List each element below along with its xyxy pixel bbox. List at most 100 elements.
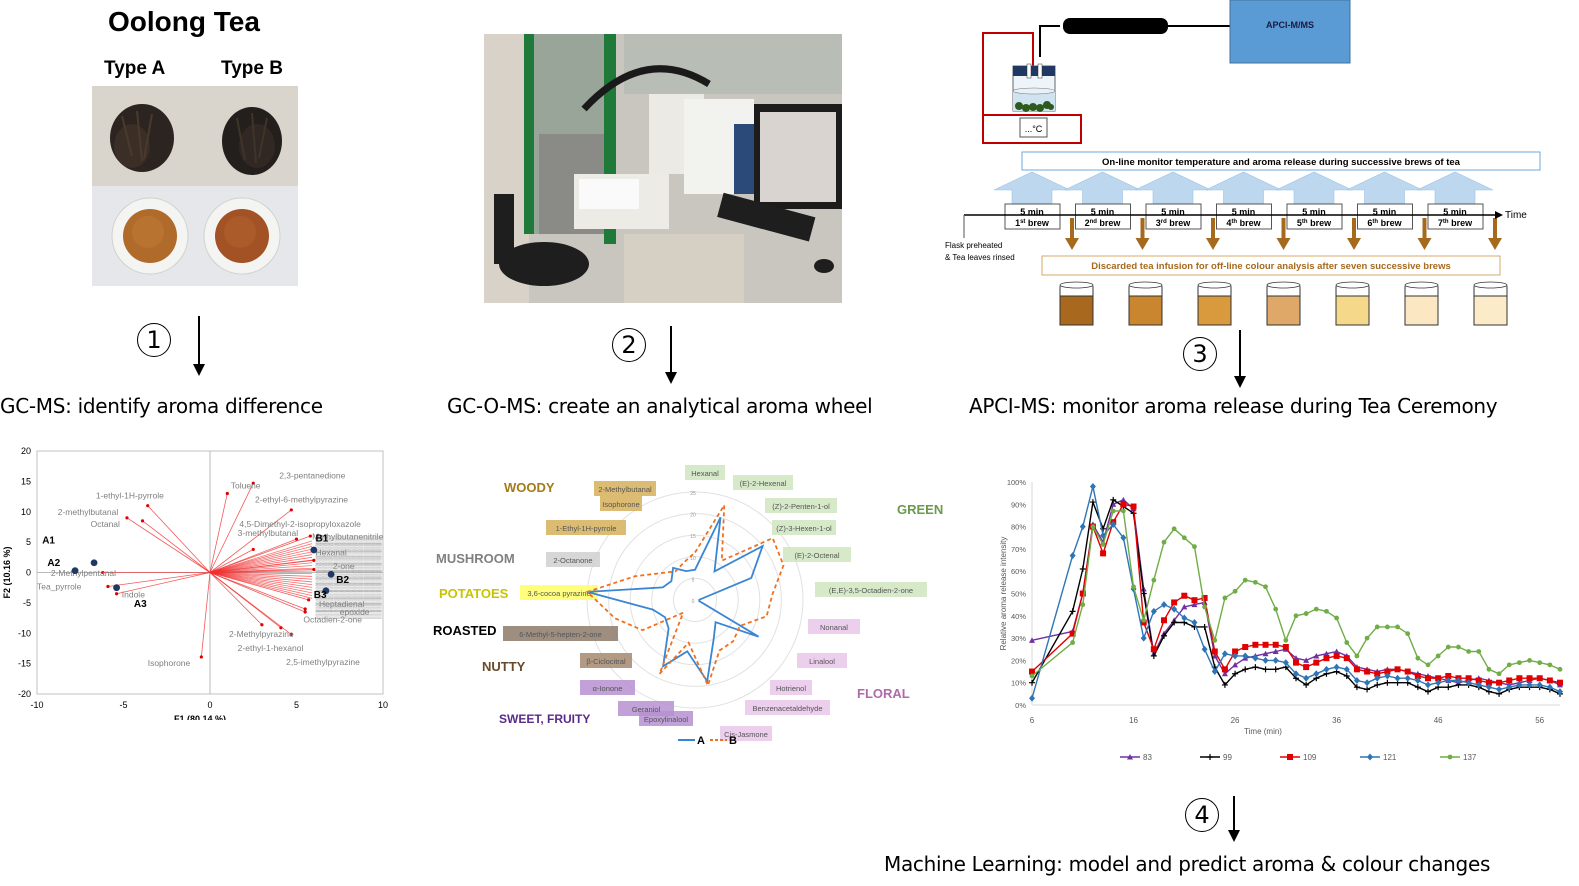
- marker-circle: [1232, 588, 1238, 594]
- category-box: [733, 475, 793, 490]
- type-a-label: Type A: [104, 58, 166, 79]
- gc-o-ms-lab-photo: [484, 34, 842, 303]
- loading-vector: [209, 572, 313, 591]
- marker-square: [1384, 668, 1391, 675]
- marker-diamond: [1089, 482, 1096, 490]
- category-box: [745, 700, 830, 715]
- marker-diamond: [1496, 685, 1503, 693]
- marker-plus: [1262, 666, 1269, 673]
- variable-label: Isophorone: [148, 658, 191, 668]
- observation-label: B3: [314, 590, 327, 601]
- flask-note-line1: Flask preheated: [945, 241, 1002, 250]
- category-label: Nonanal: [820, 623, 848, 632]
- upload-arrow: [1275, 171, 1353, 206]
- category-label: Linalool: [809, 657, 835, 666]
- marker-square: [1546, 677, 1553, 684]
- variable-label: 1-ethyl-1H-pyrrole: [96, 490, 164, 500]
- marker-triangle: [1127, 754, 1133, 760]
- discard-arrow-head: [1065, 238, 1079, 250]
- marker-square: [1394, 666, 1401, 673]
- loading-vector: [209, 540, 313, 573]
- brew-duration: 5 min: [1020, 207, 1044, 217]
- marker-circle: [1547, 662, 1553, 668]
- loading-point: [251, 547, 255, 552]
- category-label: (E)-2-Octenal: [794, 551, 839, 560]
- marker-circle: [1252, 579, 1258, 585]
- category-label: 2-Octanone: [553, 556, 592, 565]
- category-label: (Z)-3-Hexen-1-ol: [776, 524, 832, 533]
- radar-grid-ring: [608, 513, 782, 687]
- variable-label: Octadien-2-one: [303, 614, 362, 624]
- tea-infusion: [1059, 295, 1094, 326]
- marker-diamond: [1110, 520, 1117, 528]
- category-box: [770, 680, 812, 695]
- overlapping-label: ▒▒▒▒▒▒▒▒▒▒▒: [316, 542, 382, 552]
- marker-circle: [1344, 640, 1350, 645]
- step-4-label: Machine Learning: model and predict arom…: [884, 852, 1491, 876]
- loading-vector: [209, 548, 313, 573]
- marker-square: [1435, 675, 1442, 682]
- overlapping-label: ▒▒▒▒▒▒▒▒▒▒▒: [316, 589, 382, 599]
- category-box: [520, 585, 598, 600]
- x-axis-title: F1 (80.14 %): [174, 714, 226, 720]
- overlapping-label: ▒▒▒▒▒▒▒▒▒▒▒: [316, 569, 382, 579]
- marker-diamond: [1181, 614, 1188, 622]
- marker-plus: [1353, 684, 1360, 691]
- loading-point: [101, 570, 105, 575]
- legend-item: 109: [1280, 753, 1317, 762]
- category-label: Hexanal: [691, 469, 719, 478]
- marker-circle: [1425, 662, 1431, 668]
- radar-tick-label: 20: [690, 513, 696, 519]
- overlapping-label: ▒▒▒▒▒▒▒▒▒▒▒: [316, 575, 382, 585]
- overlapping-label: ▒▒▒▒▒▒▒▒▒▒▒: [316, 535, 382, 545]
- marker-circle: [1384, 624, 1390, 630]
- observation-point: [322, 587, 330, 595]
- upload-arrow: [1205, 171, 1282, 206]
- radar-series-b: [585, 501, 785, 688]
- marker-diamond: [1252, 654, 1259, 662]
- marker-plus: [1207, 754, 1213, 760]
- marker-plus: [1374, 681, 1381, 688]
- marker-triangle: [1181, 603, 1188, 610]
- variable-label: 3-methylbutanal: [238, 528, 299, 538]
- marker-diamond: [1242, 652, 1249, 660]
- marker-diamond: [1374, 674, 1381, 682]
- loading-vector: [107, 572, 211, 587]
- marker-diamond: [1445, 676, 1452, 684]
- marker-circle: [1537, 660, 1543, 666]
- discard-arrow-head: [1488, 238, 1502, 250]
- marker-diamond: [1455, 676, 1462, 684]
- step-3-badge: 3: [1183, 337, 1217, 371]
- marker-square: [1181, 592, 1188, 599]
- marker-circle: [1141, 617, 1147, 623]
- marker-diamond: [1171, 605, 1178, 613]
- y-tick-label: 40%: [1011, 612, 1026, 621]
- discard-arrow-head: [1347, 238, 1361, 250]
- marker-square: [1171, 599, 1178, 606]
- cup-rim: [1266, 281, 1301, 289]
- marker-circle: [1303, 611, 1309, 616]
- marker-circle: [1100, 542, 1106, 547]
- marker-circle: [1313, 606, 1319, 612]
- cup-rim: [1404, 281, 1439, 289]
- loading-point: [312, 567, 316, 572]
- legend-label: 121: [1383, 753, 1397, 762]
- step-1-arrow: [198, 316, 200, 366]
- radar-tick-label: 15: [690, 534, 696, 540]
- marker-circle: [1516, 660, 1522, 666]
- marker-triangle: [1262, 650, 1269, 657]
- marker-diamond: [1394, 674, 1401, 682]
- x-tick-label: 5: [294, 700, 299, 710]
- marker-circle: [1212, 637, 1218, 643]
- marker-circle: [1506, 662, 1512, 668]
- aroma-group-label: ROASTED: [433, 623, 497, 638]
- x-tick-label: 0: [207, 700, 212, 710]
- category-box: [815, 582, 927, 597]
- legend-label: 137: [1463, 753, 1477, 762]
- cup-rim: [1473, 281, 1508, 289]
- marker-plus: [1069, 608, 1076, 615]
- loading-point: [251, 481, 255, 485]
- cup-rim: [1059, 281, 1094, 289]
- marker-triangle: [1333, 648, 1340, 654]
- y-axis-title: Relative aroma release intensity: [999, 537, 1008, 651]
